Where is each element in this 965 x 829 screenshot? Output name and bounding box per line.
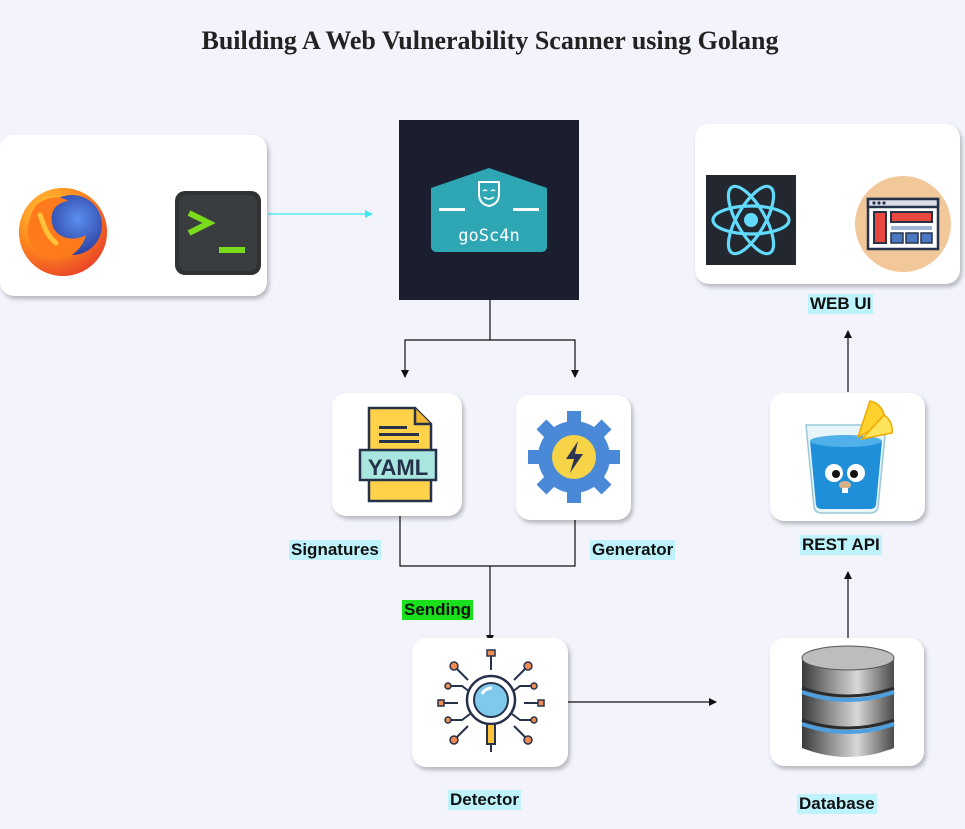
go-gopher-glass-icon	[805, 400, 893, 514]
web-ui-card	[695, 124, 960, 284]
rest-api-card	[770, 393, 925, 521]
label-sending: Sending	[402, 600, 474, 620]
client-card	[0, 135, 267, 296]
edge-gosc4n-split	[401, 300, 491, 378]
label-rest-api: REST API	[800, 535, 882, 555]
edge-gosc4n-to-generator	[490, 339, 579, 378]
detector-icon	[437, 649, 545, 752]
generator-card	[516, 395, 631, 520]
gosc4n-logo-text: goSc4n	[458, 226, 520, 246]
diagram-title: Building A Web Vulnerability Scanner usi…	[201, 26, 779, 55]
gear-lightning-icon	[528, 411, 620, 503]
signatures-card: YAML	[332, 393, 462, 516]
gosc4n-logo: goSc4n	[399, 120, 579, 300]
yaml-file-icon	[358, 406, 438, 503]
terminal-icon	[175, 191, 261, 275]
detector-card	[412, 638, 568, 767]
label-database: Database	[797, 794, 877, 814]
web-page-icon	[855, 176, 951, 272]
react-icon	[706, 175, 796, 265]
database-icon	[801, 645, 895, 757]
yaml-label: YAML	[367, 455, 429, 480]
label-signatures: Signatures	[289, 540, 381, 560]
edge-signatures-merge	[399, 516, 576, 567]
label-generator: Generator	[590, 540, 676, 560]
label-detector: Detector	[448, 790, 521, 810]
label-web-ui: WEB UI	[808, 294, 874, 314]
database-card	[770, 638, 924, 766]
firefox-icon	[19, 188, 107, 276]
gosc4n-badge	[431, 168, 547, 252]
